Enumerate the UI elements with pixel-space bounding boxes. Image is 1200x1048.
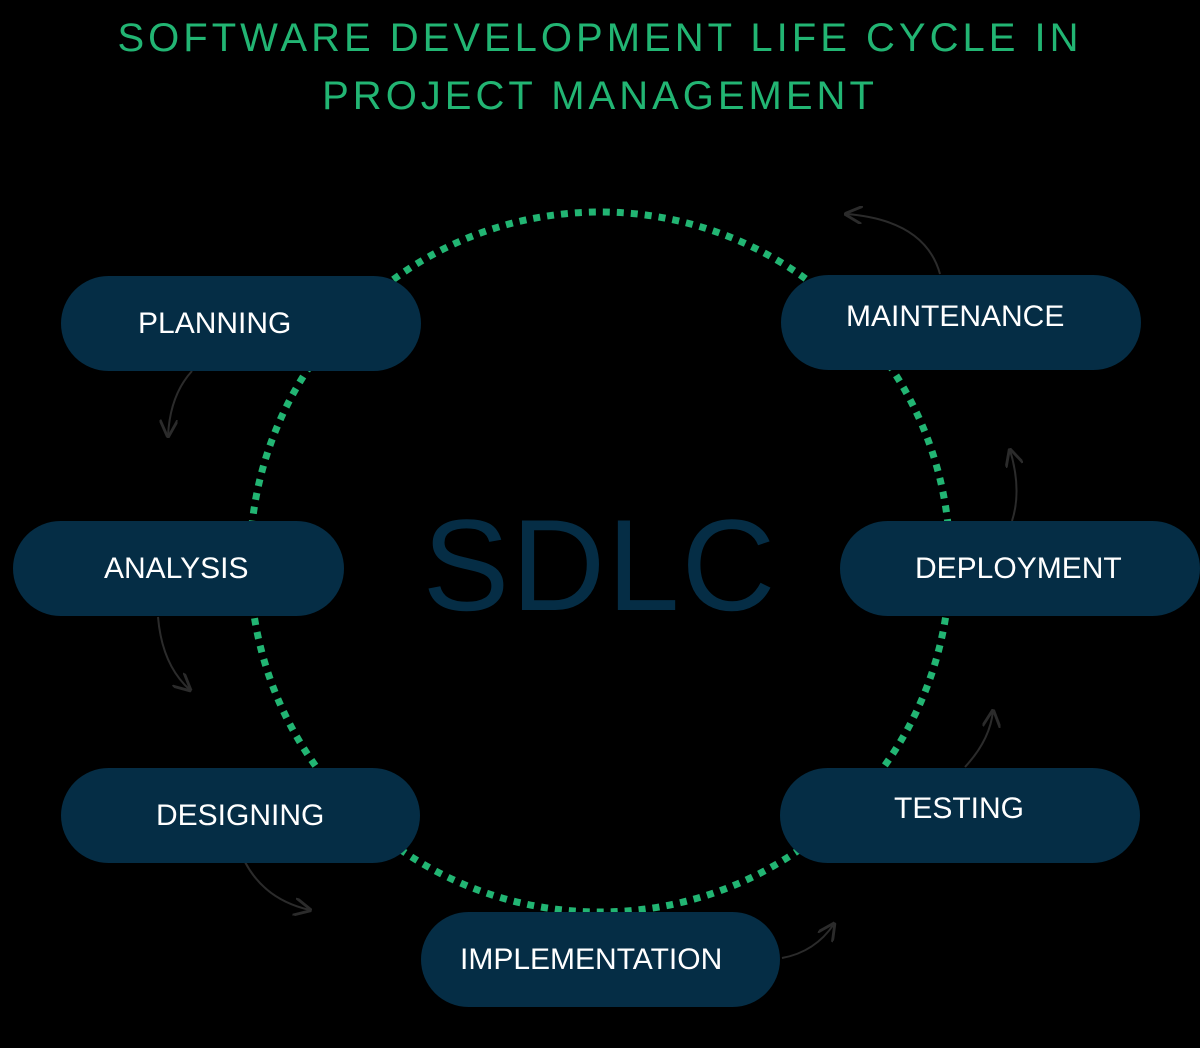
stage-designing[interactable]: DESIGNING <box>61 768 420 863</box>
stage-label: TESTING <box>894 792 1025 825</box>
stage-planning[interactable]: PLANNING <box>61 276 421 371</box>
arrow-planning-to-analysis-icon <box>168 370 193 436</box>
diagram-title-line-1: SOFTWARE DEVELOPMENT LIFE CYCLE IN <box>117 16 1083 60</box>
stage-label: PLANNING <box>138 306 292 340</box>
arrow-analysis-to-designing-icon <box>157 616 190 690</box>
arrow-implementation-to-testing-icon <box>781 924 834 959</box>
stage-label: DESIGNING <box>156 798 325 832</box>
stage-label: MAINTENANCE <box>846 300 1065 333</box>
stage-maintenance[interactable]: MAINTENANCE <box>781 275 1141 370</box>
sdlc-center-label: SDLC <box>422 492 778 638</box>
arrow-maintenance-to-planning-icon <box>846 214 941 275</box>
stage-label: IMPLEMENTATION <box>460 942 723 976</box>
diagram-title-line-2: PROJECT MANAGEMENT <box>322 74 878 118</box>
stage-label: ANALYSIS <box>104 551 249 585</box>
stage-label: DEPLOYMENT <box>915 551 1122 585</box>
stage-deployment[interactable]: DEPLOYMENT <box>840 521 1200 616</box>
arrow-designing-to-implementation-icon <box>244 861 310 910</box>
arrow-deployment-to-maintenance-icon <box>1010 450 1017 522</box>
arrow-testing-to-deployment-icon <box>964 711 993 768</box>
stage-implementation[interactable]: IMPLEMENTATION <box>421 912 780 1007</box>
stage-testing[interactable]: TESTING <box>780 768 1140 863</box>
stage-analysis[interactable]: ANALYSIS <box>13 521 344 616</box>
